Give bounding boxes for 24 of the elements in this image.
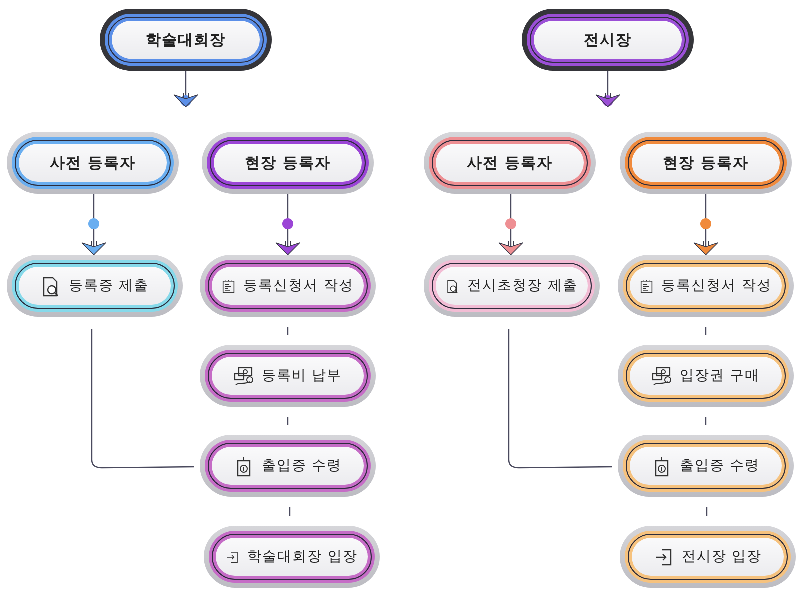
node-label: 사전 등록자	[466, 154, 554, 172]
node-label: 현장 등록자	[662, 154, 750, 172]
connector-line	[287, 327, 289, 335]
node-label: 전시장 입장	[682, 548, 762, 566]
node-label: 등록증 제출	[68, 277, 150, 295]
node-label: 입장권 구매	[680, 367, 760, 385]
connector-line	[508, 329, 612, 469]
node-label: 출입증 수령	[680, 457, 760, 475]
node-label: 전시장	[584, 30, 632, 50]
node-label: 등록신청서 작성	[244, 277, 354, 295]
node-label: 등록비 납부	[262, 367, 342, 385]
node-label: 전시초청장 제출	[468, 277, 578, 295]
node-label: 등록신청서 작성	[662, 277, 772, 295]
node-label: 사전 등록자	[50, 154, 136, 172]
node-label: 출입증 수령	[262, 457, 342, 475]
connector-line	[91, 329, 194, 469]
node-label: 현장 등록자	[244, 154, 332, 172]
connector-line	[287, 417, 289, 425]
connector-line	[705, 327, 707, 335]
connector-line	[705, 417, 707, 425]
node-label: 학술대회장	[146, 30, 226, 50]
node-label: 학술대회장 입장	[248, 548, 358, 566]
connector-line	[289, 507, 291, 516]
connector-line	[706, 507, 708, 516]
